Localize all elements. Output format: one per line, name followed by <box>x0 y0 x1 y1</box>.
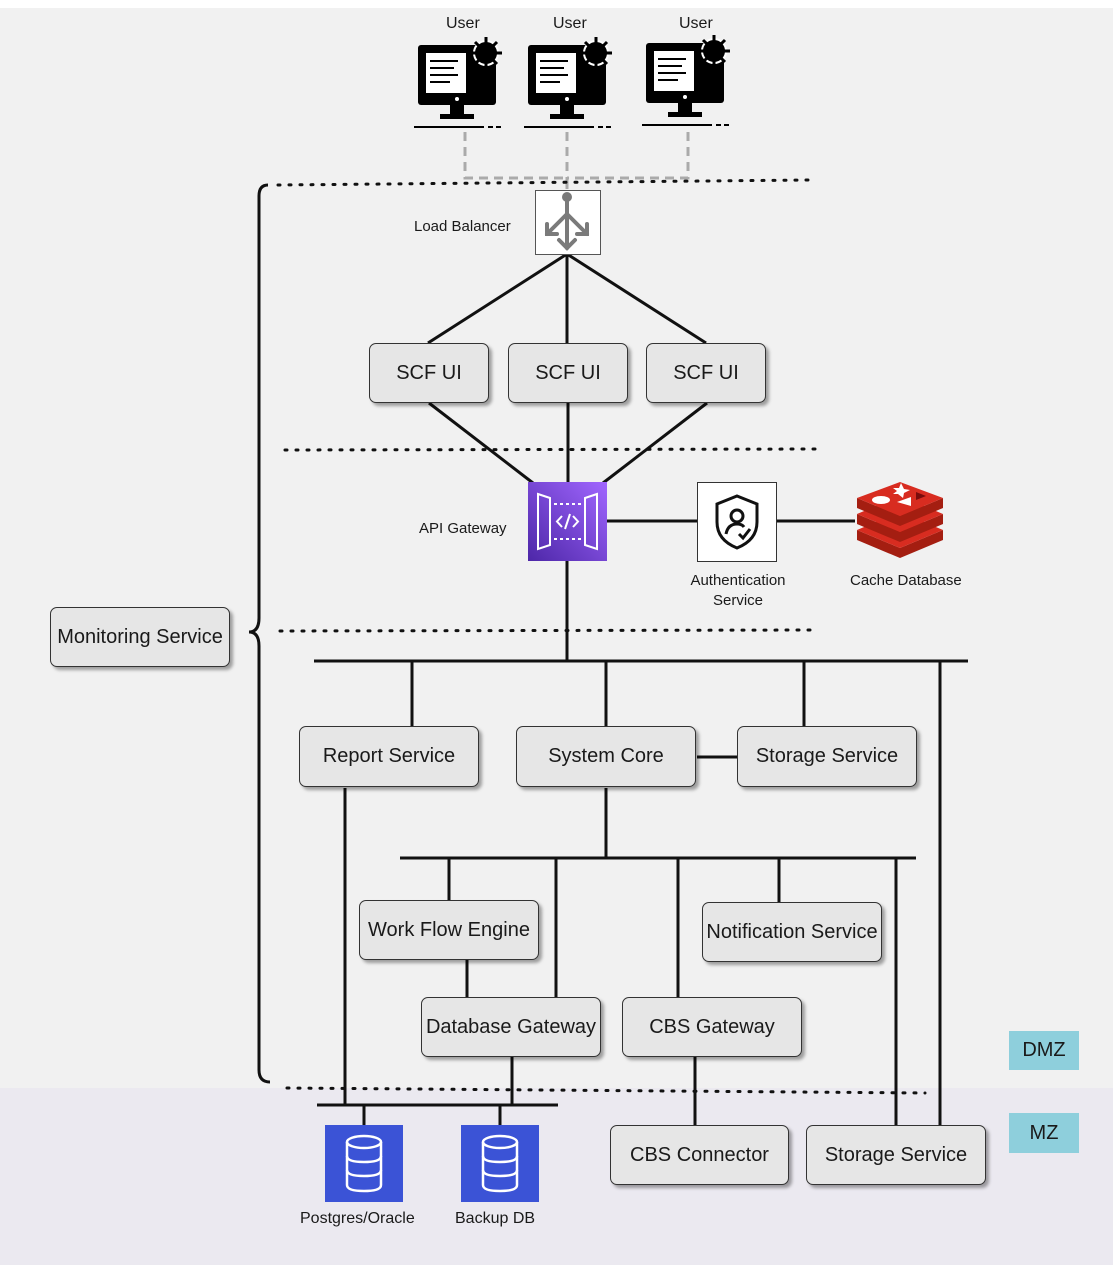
user-links <box>463 132 690 190</box>
database-icon[interactable] <box>461 1125 539 1202</box>
api-gateway-icon[interactable] <box>528 482 607 561</box>
redis-icon[interactable] <box>853 482 947 562</box>
database-gateway-box[interactable]: Database Gateway <box>421 997 601 1057</box>
cbs-connector-box[interactable]: CBS Connector <box>610 1125 789 1185</box>
monitoring-brace <box>248 183 271 1084</box>
auth-service-label-line1: Authentication <box>690 572 786 589</box>
mz-zone-tag: MZ <box>1009 1113 1079 1153</box>
dmz-zone-tag: DMZ <box>1009 1031 1079 1070</box>
postgres-oracle-label: Postgres/Oracle <box>300 1210 415 1227</box>
monitoring-service-box[interactable]: Monitoring Service <box>50 607 230 667</box>
scf-ui-box-3[interactable]: SCF UI <box>646 343 766 403</box>
scf-ui-box-2[interactable]: SCF UI <box>508 343 628 403</box>
service-links <box>314 252 968 1125</box>
user-label-3: User <box>679 15 713 32</box>
user-workstation-icon <box>414 37 504 128</box>
storage-service-mz-box[interactable]: Storage Service <box>806 1125 986 1185</box>
auth-service-label-line2: Service <box>712 592 764 609</box>
system-core-box[interactable]: System Core <box>516 726 696 787</box>
user-workstation-icon <box>524 37 614 128</box>
cbs-gateway-box[interactable]: CBS Gateway <box>622 997 802 1057</box>
report-service-box[interactable]: Report Service <box>299 726 479 787</box>
database-icon[interactable] <box>325 1125 403 1202</box>
tier-separators <box>276 178 927 1095</box>
backup-db-label: Backup DB <box>455 1210 536 1227</box>
load-balancer-label: Load Balancer <box>414 218 511 235</box>
load-balancer-icon <box>535 190 601 255</box>
work-flow-engine-box[interactable]: Work Flow Engine <box>359 900 539 960</box>
cache-database-label: Cache Database <box>850 572 962 589</box>
storage-service-dmz-box[interactable]: Storage Service <box>737 726 917 787</box>
shield-user-icon[interactable] <box>697 482 777 562</box>
user-label-2: User <box>553 15 587 32</box>
api-gateway-label: API Gateway <box>419 520 507 537</box>
notification-service-box[interactable]: Notification Service <box>702 902 882 962</box>
scf-ui-box-1[interactable]: SCF UI <box>369 343 489 403</box>
user-label-1: User <box>446 15 480 32</box>
user-workstation-icon <box>642 35 732 126</box>
